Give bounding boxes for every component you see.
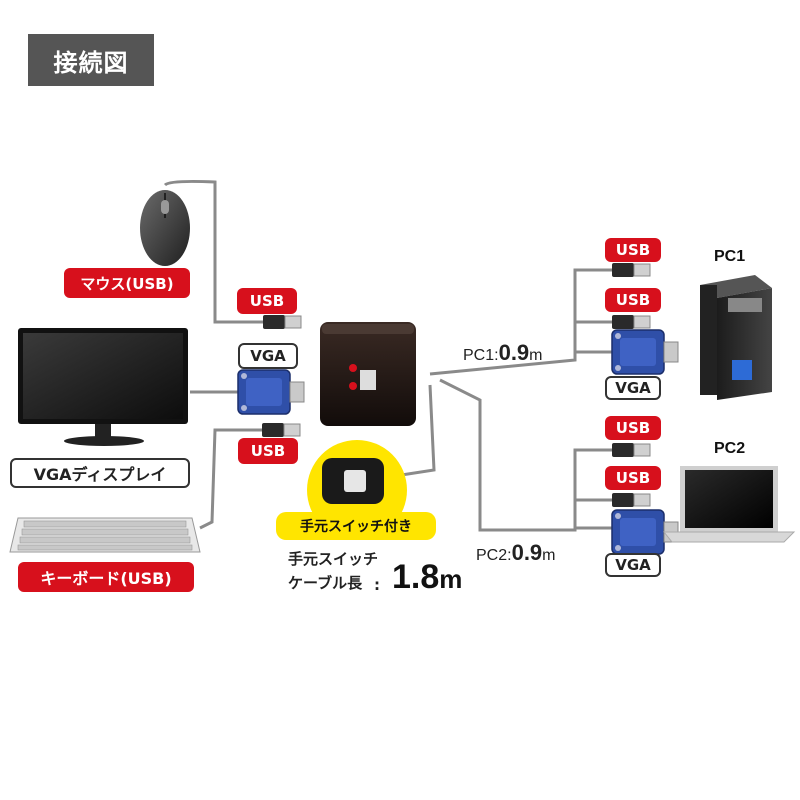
hand-switch-length-unit: m	[439, 564, 463, 594]
mouse-label: マウス(USB)	[64, 268, 190, 298]
hand-switch-length: 1.8m	[392, 558, 462, 597]
pc1-cable-length: PC1:0.9m	[463, 340, 543, 366]
keyboard-label: キーボード(USB)	[18, 562, 194, 592]
pc2-usb-tag-a: USB	[605, 416, 661, 440]
pc1-usb-tag-a: USB	[605, 238, 661, 262]
usb-keyboard-tag: USB	[238, 438, 298, 464]
page-title: 接続図	[28, 34, 154, 86]
pc1-label: PC1	[714, 248, 746, 265]
pc1-cable-value: 0.9	[498, 340, 530, 365]
keyboard-device	[9, 517, 201, 553]
monitor-device	[18, 328, 188, 446]
pc1-usb-tag-b: USB	[605, 288, 661, 312]
pc2-cable-length: PC2:0.9m	[476, 540, 556, 566]
hand-switch-line2: ケーブル長	[288, 574, 363, 592]
pc1-vga-tag: VGA	[605, 376, 661, 400]
pc2-cable-prefix: PC2:	[476, 547, 512, 564]
pc2-cable-value: 0.9	[511, 540, 543, 565]
hand-switch-line1: 手元スイッチ	[288, 550, 379, 568]
pc1-cable-unit: m	[529, 347, 543, 364]
cables	[163, 179, 612, 532]
hand-switch-badge: 手元スイッチ付き	[276, 512, 436, 540]
pc2-usb-tag-b: USB	[605, 466, 661, 490]
kvm-switch-device	[320, 322, 416, 426]
pc2-vga-tag: VGA	[605, 553, 661, 577]
hand-switch-colon: :	[374, 576, 380, 594]
pc1-tower	[700, 275, 772, 400]
hand-switch-length-value: 1.8	[392, 558, 440, 596]
mouse-device	[140, 190, 190, 266]
pc2-cable-unit: m	[542, 547, 556, 564]
pc1-cable-prefix: PC1:	[463, 347, 499, 364]
monitor-label: VGAディスプレイ	[10, 458, 190, 488]
usb-mouse-tag: USB	[237, 288, 297, 314]
pc2-label: PC2	[714, 440, 746, 457]
pc2-laptop	[662, 466, 796, 543]
vga-monitor-tag: VGA	[238, 343, 298, 369]
